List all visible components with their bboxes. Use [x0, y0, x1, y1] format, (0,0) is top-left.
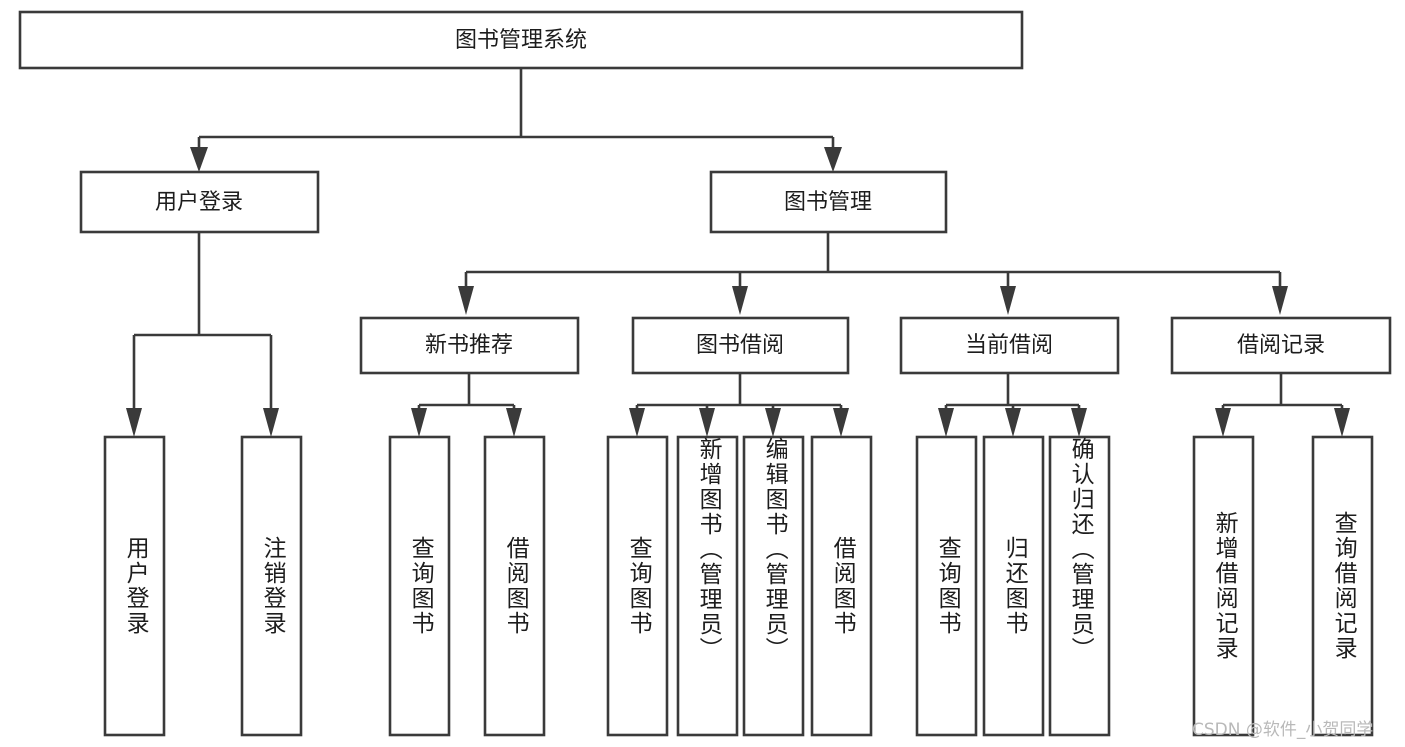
csdn-watermark: CSDN @软件_小贺同学	[1192, 720, 1374, 740]
leaf-box-query-record[interactable]	[1311, 435, 1374, 737]
leaf-box-logout-login[interactable]	[240, 435, 303, 737]
leaf-box-edit-book[interactable]	[742, 435, 805, 737]
arrow-borrow-record-leaf-2	[1334, 408, 1350, 437]
node-book-management-label: 图书管理	[784, 190, 872, 215]
leaf-box-borrow-book-1[interactable]	[483, 435, 546, 737]
arrow-book-borrow-leaf-1	[629, 408, 645, 437]
arrow-new-book-leaf-2	[506, 408, 522, 437]
arrow-bm-to-book-borrow	[732, 286, 748, 315]
node-borrow-record-label: 借阅记录	[1237, 333, 1325, 358]
node-borrow-record-box[interactable]	[1170, 316, 1392, 375]
arrow-root-to-user-login	[190, 147, 208, 172]
node-new-book-recommend-box[interactable]	[359, 316, 580, 375]
node-new-book-recommend-label: 新书推荐	[425, 333, 513, 358]
node-root-box[interactable]	[18, 10, 1024, 70]
node-book-management-box[interactable]	[709, 170, 948, 234]
leaf-box-confirm-return[interactable]	[1048, 435, 1111, 737]
leaf-box-query-book-3[interactable]	[915, 435, 978, 737]
leaf-box-query-book-1[interactable]	[388, 435, 451, 737]
arrow-current-borrow-leaf-3	[1071, 408, 1087, 437]
arrow-borrow-record-leaf-1	[1215, 408, 1231, 437]
arrow-bm-to-borrow-record	[1272, 286, 1288, 315]
leaf-box-add-book[interactable]	[676, 435, 739, 737]
arrow-new-book-leaf-1	[411, 408, 427, 437]
leaf-box-borrow-book-2[interactable]	[810, 435, 873, 737]
arrow-root-to-book-management	[824, 147, 842, 172]
leaf-box-return-book[interactable]	[982, 435, 1045, 737]
arrow-user-login-leaf-2	[263, 408, 279, 437]
arrow-user-login-leaf-1	[126, 408, 142, 437]
leaf-box-query-book-2[interactable]	[606, 435, 669, 737]
leaf-box-user-login[interactable]	[103, 435, 166, 737]
arrow-book-borrow-leaf-3	[765, 408, 781, 437]
arrow-book-borrow-leaf-4	[833, 408, 849, 437]
leaf-box-add-record[interactable]	[1192, 435, 1255, 737]
node-current-borrow-box[interactable]	[899, 316, 1120, 375]
node-book-borrow-label: 图书借阅	[696, 333, 784, 358]
node-root-label: 图书管理系统	[455, 28, 587, 53]
arrow-bm-to-current-borrow	[1000, 286, 1016, 315]
arrow-current-borrow-leaf-2	[1005, 408, 1021, 437]
arrow-bm-to-new-book-recommend	[458, 286, 474, 315]
arrow-book-borrow-leaf-2	[699, 408, 715, 437]
node-user-login-label: 用户登录	[155, 190, 243, 215]
node-book-borrow-box[interactable]	[631, 316, 850, 375]
node-current-borrow-label: 当前借阅	[965, 333, 1053, 358]
arrow-current-borrow-leaf-1	[938, 408, 954, 437]
